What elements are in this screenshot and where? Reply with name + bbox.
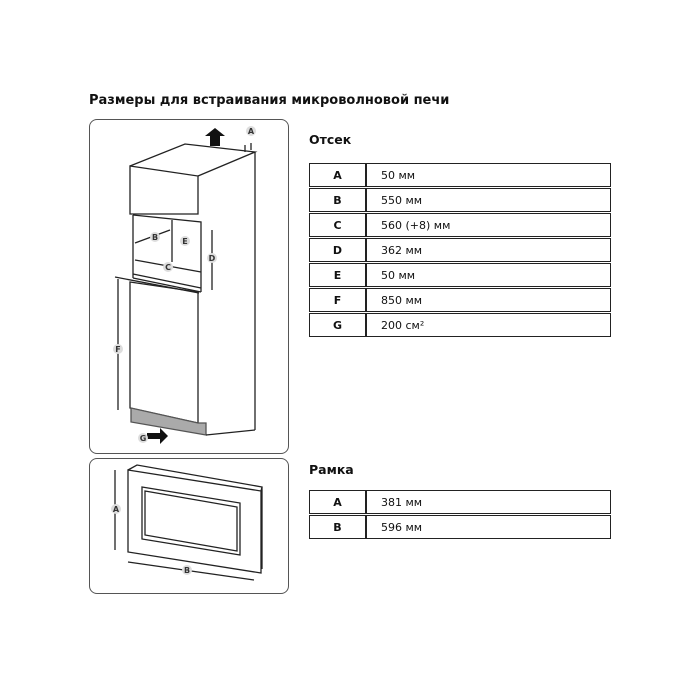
upper-cabinet-front xyxy=(129,165,199,215)
table-row: G 200 см² xyxy=(309,313,611,337)
label-badge xyxy=(163,262,173,272)
row-value: 200 см² xyxy=(381,318,425,332)
label-d: D xyxy=(209,254,216,263)
page-title: Размеры для встраивания микроволновой пе… xyxy=(89,93,450,108)
frame-front xyxy=(127,469,262,574)
row-value: 50 мм xyxy=(381,168,416,182)
cabinet-bottom-edge xyxy=(205,429,256,436)
table-row: B 550 мм xyxy=(309,188,611,212)
frame-opening-inner xyxy=(144,490,238,552)
label-badge xyxy=(246,126,256,136)
row-value: 560 (+8) мм xyxy=(381,218,451,232)
row-key: B xyxy=(310,189,367,211)
label-g: G xyxy=(140,434,147,443)
compartment-table: A 50 мм B 550 мм C 560 (+8) мм D 362 мм E 50 … xyxy=(309,163,611,338)
table-row: A 50 мм xyxy=(309,163,611,187)
table-row: A 381 мм xyxy=(309,490,611,514)
cabinet-shelf-edge xyxy=(114,276,200,294)
row-key: D xyxy=(310,239,367,261)
airflow-in-arrow-icon xyxy=(147,428,168,444)
label-b: B xyxy=(152,233,158,242)
row-key: A xyxy=(310,491,367,513)
row-value: 362 мм xyxy=(381,243,423,257)
row-key: A xyxy=(310,164,367,186)
compartment-heading: Отсек xyxy=(309,132,352,147)
table-row: D 362 мм xyxy=(309,238,611,262)
frame-label-a: A xyxy=(113,505,120,514)
row-value: 596 мм xyxy=(381,520,423,534)
row-key: B xyxy=(310,516,367,538)
table-row: B 596 мм xyxy=(309,515,611,539)
frame-table: A 381 мм B 596 мм xyxy=(309,490,611,540)
label-e: E xyxy=(182,237,187,246)
row-key: C xyxy=(310,214,367,236)
row-key: G xyxy=(310,314,367,336)
row-key: E xyxy=(310,264,367,286)
row-value: 550 мм xyxy=(381,193,423,207)
airflow-up-arrow-icon xyxy=(205,128,225,146)
row-value: 850 мм xyxy=(381,293,423,307)
row-value: 381 мм xyxy=(381,495,423,509)
label-badge xyxy=(180,236,190,246)
upper-cabinet-top xyxy=(129,143,258,177)
plinth xyxy=(130,407,207,436)
row-key: F xyxy=(310,289,367,311)
table-row: F 850 мм xyxy=(309,288,611,312)
label-badge xyxy=(138,433,148,443)
lower-cabinet-door xyxy=(129,281,199,424)
frame-diagram-panel xyxy=(89,458,289,594)
label-badge xyxy=(111,504,121,514)
label-badge xyxy=(113,344,123,354)
frame-heading: Рамка xyxy=(309,462,354,477)
niche-edge xyxy=(132,214,202,292)
frame-opening xyxy=(141,486,241,556)
niche-shelf xyxy=(132,273,202,289)
niche-shelf xyxy=(132,277,202,293)
table-row: C 560 (+8) мм xyxy=(309,213,611,237)
label-badge xyxy=(182,565,192,575)
label-a: A xyxy=(248,127,255,136)
frame-label-b: B xyxy=(184,566,190,575)
table-row: E 50 мм xyxy=(309,263,611,287)
cabinet-diagram-panel xyxy=(89,119,289,454)
label-badge xyxy=(150,232,160,242)
row-value: 50 мм xyxy=(381,268,416,282)
label-f: F xyxy=(115,345,120,354)
label-c: C xyxy=(165,263,171,272)
label-badge xyxy=(207,253,217,263)
